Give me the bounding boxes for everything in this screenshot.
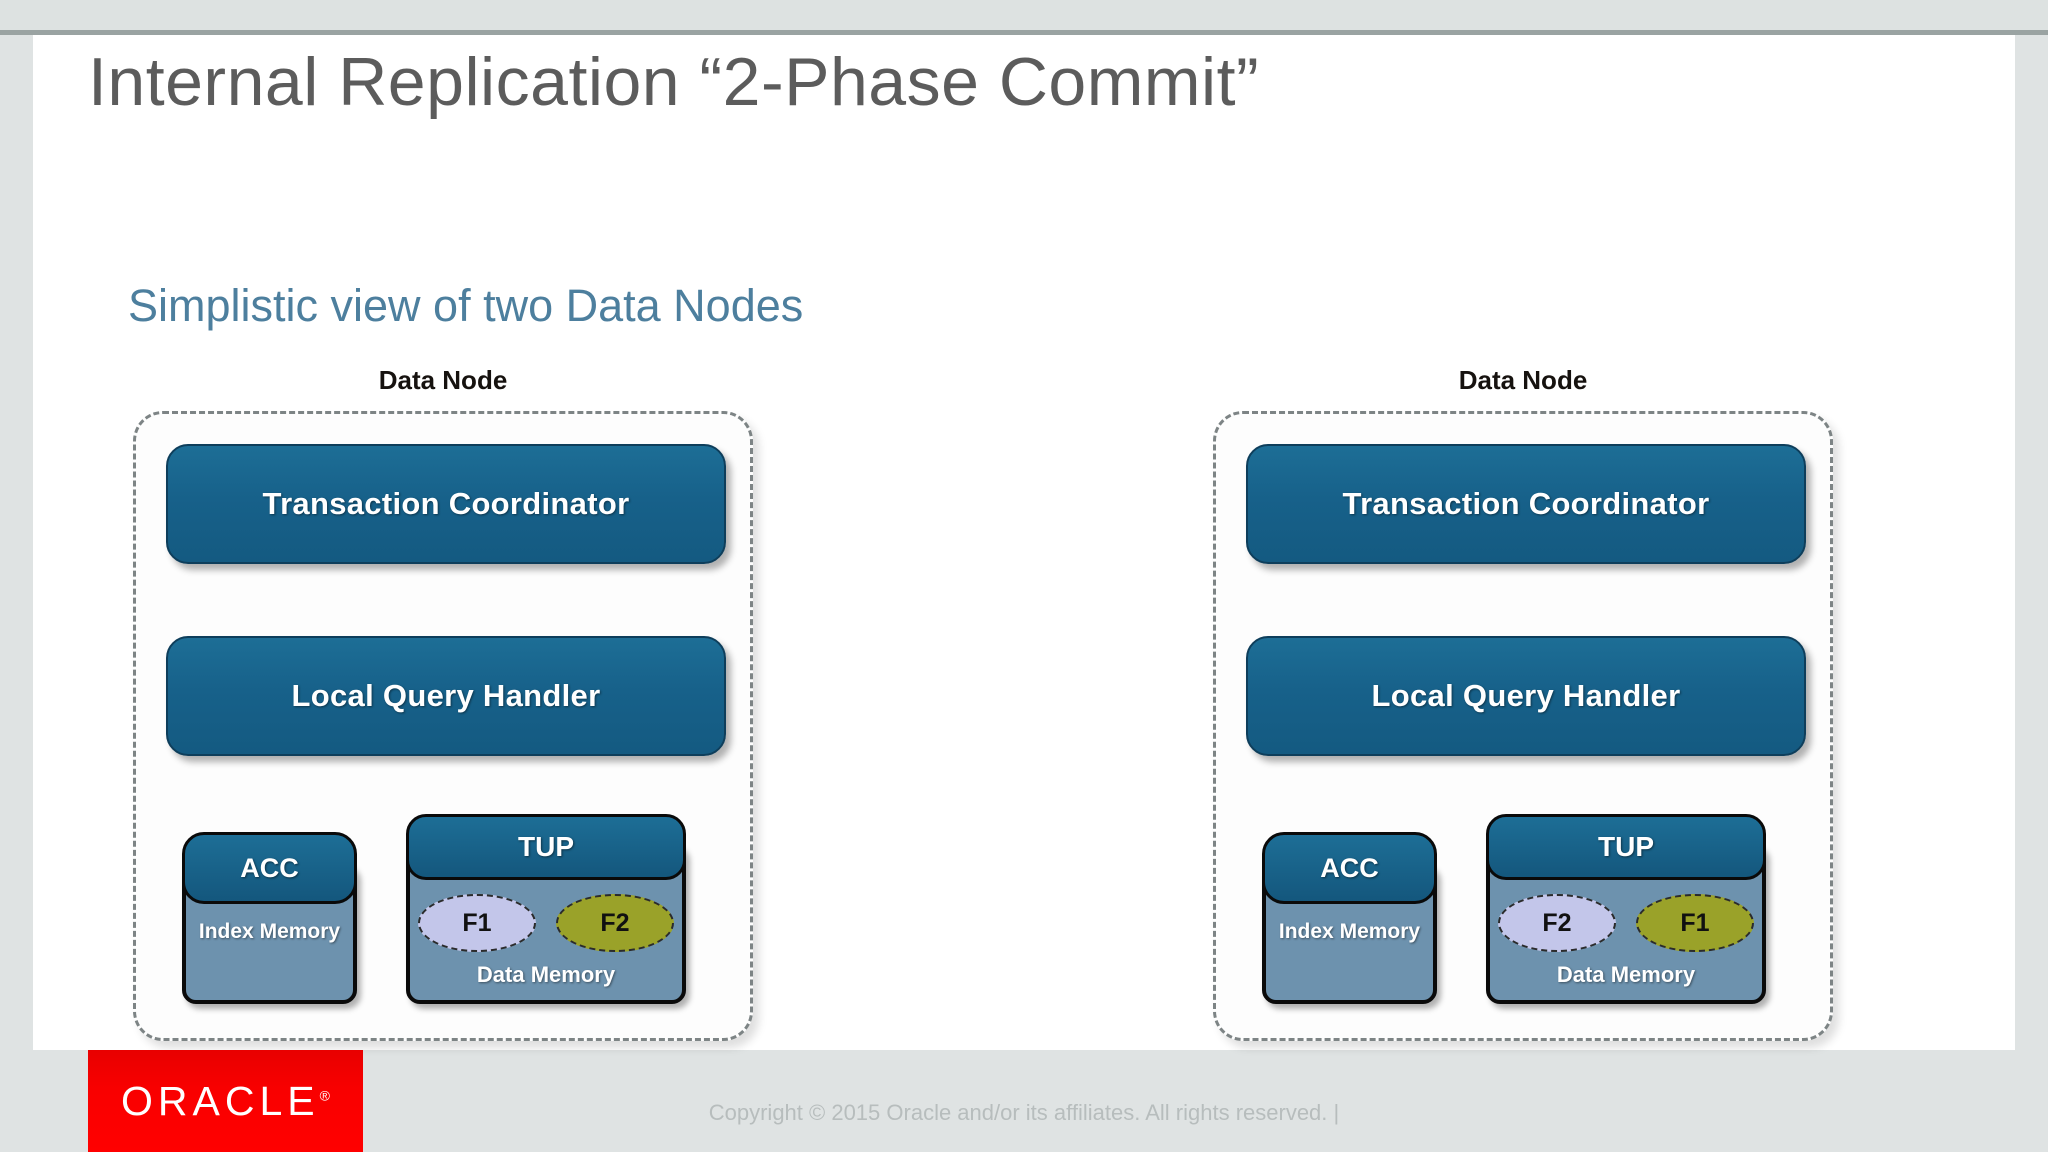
- data-node-right: Data Node Transaction Coordinator Local …: [1203, 365, 1843, 1055]
- oracle-wordmark-text: ORACLE: [121, 1077, 320, 1124]
- data-node-caption: Data Node: [378, 365, 508, 395]
- data-node-container: Transaction Coordinator Local Query Hand…: [1213, 411, 1833, 1041]
- tup-memory-label: Data Memory: [476, 962, 616, 987]
- tup-block[interactable]: F1 F2 Data Memory TUP: [406, 814, 686, 1004]
- acc-block[interactable]: Index Memory ACC: [182, 832, 357, 1004]
- tup-fragment-list: F1 F2: [418, 892, 674, 954]
- fragment-label: F2: [600, 908, 630, 937]
- registered-trademark-icon: ®: [319, 1086, 330, 1103]
- oracle-wordmark: ORACLE®: [121, 1078, 330, 1125]
- fragment-label: F1: [462, 908, 492, 937]
- transaction-coordinator-block[interactable]: Transaction Coordinator: [166, 444, 726, 564]
- acc-title: ACC: [1320, 852, 1379, 883]
- oracle-logo: ORACLE®: [88, 1050, 363, 1152]
- top-chrome-band: [0, 0, 2048, 30]
- acc-header: ACC: [1262, 832, 1437, 904]
- acc-block[interactable]: Index Memory ACC: [1262, 832, 1437, 1004]
- local-query-handler-label: Local Query Handler: [1371, 678, 1681, 713]
- fragment-label: F2: [1542, 908, 1572, 937]
- local-query-handler-block[interactable]: Local Query Handler: [166, 636, 726, 756]
- fragment-chip[interactable]: F1: [1636, 894, 1754, 952]
- top-separator-rule: [0, 30, 2048, 35]
- tup-memory-label: Data Memory: [1556, 962, 1696, 987]
- acc-memory-label: Index Memory: [1278, 920, 1421, 943]
- page-title: Internal Replication “2-Phase Commit”: [88, 44, 1260, 120]
- data-node-container: Transaction Coordinator Local Query Hand…: [133, 411, 753, 1041]
- data-node-caption: Data Node: [1458, 365, 1588, 395]
- transaction-coordinator-label: Transaction Coordinator: [262, 486, 630, 521]
- acc-memory-label: Index Memory: [198, 920, 341, 943]
- local-query-handler-label: Local Query Handler: [291, 678, 601, 713]
- transaction-coordinator-block[interactable]: Transaction Coordinator: [1246, 444, 1806, 564]
- fragment-chip[interactable]: F1: [418, 894, 536, 952]
- acc-title: ACC: [240, 852, 299, 883]
- tup-fragment-list: F2 F1: [1498, 892, 1754, 954]
- tup-header: TUP: [1486, 814, 1766, 880]
- fragment-chip[interactable]: F2: [1498, 894, 1616, 952]
- tup-block[interactable]: F2 F1 Data Memory TUP: [1486, 814, 1766, 1004]
- tup-header: TUP: [406, 814, 686, 880]
- fragment-label: F1: [1680, 908, 1710, 937]
- fragment-chip[interactable]: F2: [556, 894, 674, 952]
- data-node-left: Data Node Transaction Coordinator Local …: [123, 365, 763, 1055]
- local-query-handler-block[interactable]: Local Query Handler: [1246, 636, 1806, 756]
- transaction-coordinator-label: Transaction Coordinator: [1342, 486, 1710, 521]
- acc-header: ACC: [182, 832, 357, 904]
- section-subtitle: Simplistic view of two Data Nodes: [128, 280, 804, 331]
- tup-title: TUP: [518, 831, 574, 862]
- copyright-notice: Copyright © 2015 Oracle and/or its affil…: [708, 1100, 1340, 1125]
- slide-surface: Internal Replication “2-Phase Commit” Si…: [33, 35, 2015, 1050]
- tup-title: TUP: [1598, 831, 1654, 862]
